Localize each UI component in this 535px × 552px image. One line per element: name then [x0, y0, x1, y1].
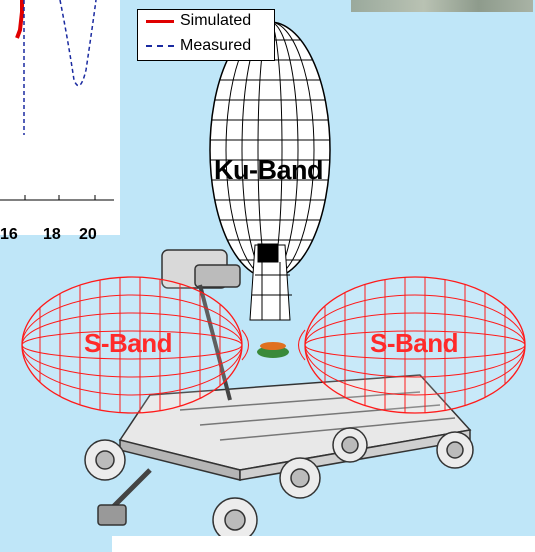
legend-item-simulated: Simulated [146, 12, 251, 30]
rover-wheels [84, 427, 474, 543]
s-band-label-right: S-Band [370, 328, 459, 358]
rover-illustration [84, 249, 474, 543]
legend-swatch-simulated [146, 19, 174, 23]
legend-swatch-measured [146, 45, 174, 47]
measured-curve-dip [59, 0, 97, 87]
ku-band-pattern [209, 21, 331, 321]
rover-arm-tool [97, 504, 127, 526]
tick-label-16: 16 [0, 226, 18, 243]
simulated-curve [15, 0, 24, 39]
legend-label-simulated: Simulated [180, 12, 252, 29]
legend-item-measured: Measured [146, 37, 251, 55]
s-band-pattern-left [21, 276, 249, 414]
partial-plot [0, 0, 114, 201]
photo-strip [351, 0, 533, 12]
s-band-label-left: S-Band [84, 328, 173, 358]
antenna-base [257, 342, 289, 358]
tick-label-18: 18 [43, 226, 61, 243]
partial-plot-panel: 16 18 20 [0, 0, 120, 243]
tick-label-20: 20 [79, 226, 97, 243]
legend-label-measured: Measured [180, 37, 252, 54]
bottom-caption-area [112, 536, 535, 552]
s-band-pattern-right [298, 276, 526, 414]
ku-band-label: Ku-Band [214, 155, 323, 185]
legend-box: Simulated Measured [137, 9, 275, 61]
